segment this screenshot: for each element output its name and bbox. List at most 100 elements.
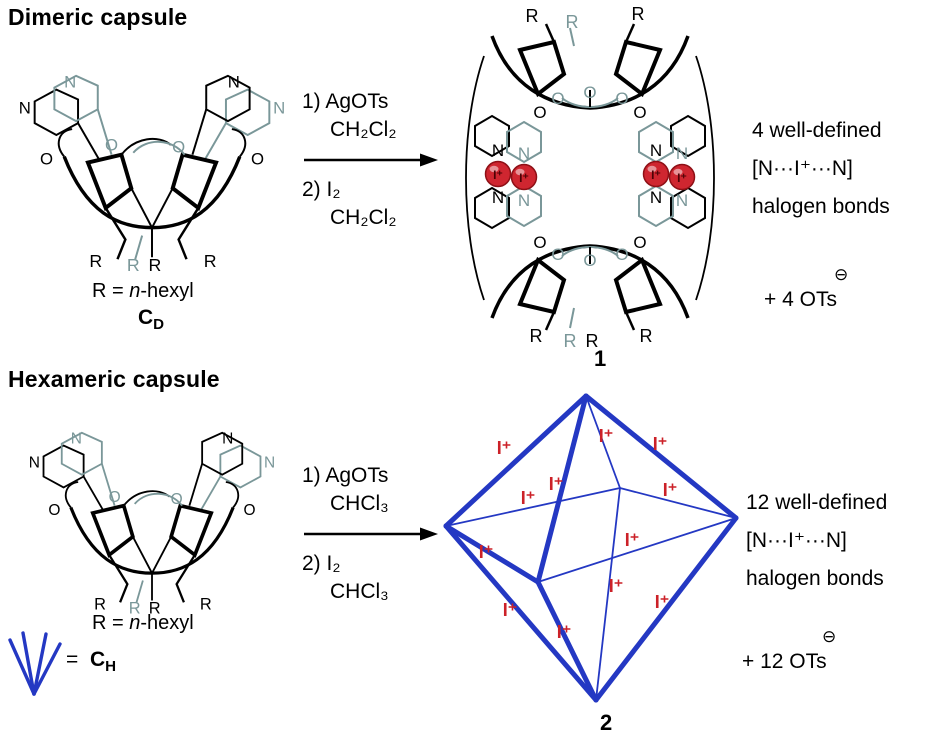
iodonium-label: I⁺	[519, 171, 529, 185]
iodonium-spheres: I⁺ I⁺ I⁺ I⁺	[484, 160, 696, 191]
condition-step1: 1) AgOTs	[302, 464, 389, 487]
r-group-label: R	[204, 251, 217, 271]
iodonium-label: I⁺	[549, 474, 564, 494]
o-atom-label: O	[533, 233, 546, 252]
cavitand-structure-ch: N N N N O O O O R R R R	[29, 431, 275, 616]
annotation-line: [N···I⁺···N]	[752, 157, 853, 180]
iodonium-label: I⁺	[479, 542, 494, 562]
r-group-label: R	[149, 599, 161, 616]
o-atom-label: O	[171, 491, 183, 508]
o-atom-label: O	[251, 150, 264, 169]
r-group-label: R	[89, 251, 102, 271]
cavitand-symbol-icon	[8, 631, 62, 696]
product-number-2: 2	[600, 710, 613, 735]
reaction-arrow	[304, 527, 438, 541]
annotation-line: 12 well-defined	[746, 491, 888, 514]
r-group-label: R	[530, 326, 543, 346]
resorcinarene-bowl	[64, 481, 240, 603]
cavitand-structure-cd: N N N N O O O O R R R R	[19, 73, 286, 274]
resorcinarene-bowl	[57, 128, 247, 260]
r-group-label: R	[200, 596, 212, 614]
iodonium-label: I⁺	[609, 576, 624, 596]
o-atom-label: O	[583, 83, 596, 102]
iodonium-label: I⁺	[521, 488, 536, 508]
r-def-prefix: R =	[92, 280, 130, 302]
n-atom-label: N	[676, 144, 688, 163]
o-atom-label: O	[633, 103, 646, 122]
o-atom-label: O	[551, 245, 564, 264]
counterion-text: + 4 OTs	[764, 288, 837, 311]
n-atom-label: N	[650, 141, 662, 160]
condition-solvent2: CH₂Cl₂	[330, 206, 397, 229]
o-atom-label: O	[244, 502, 256, 519]
hexameric-capsule-structure: I⁺ I⁺ I⁺ I⁺ I⁺ I⁺ I⁺ I⁺ I⁺ I⁺ I⁺ I⁺	[443, 393, 739, 703]
r-group-label: R	[564, 331, 577, 348]
annotation-line: halogen bonds	[746, 567, 884, 590]
conditions-hexameric: 1) AgOTs CHCl₃ 2) I₂ CHCl₃	[302, 462, 452, 606]
o-atom-label: O	[109, 489, 121, 506]
n-atom-label: N	[492, 141, 504, 160]
compound-sub: D	[153, 316, 165, 334]
annotation-line: 4 well-defined	[752, 119, 882, 142]
iodonium-label: I⁺	[599, 426, 614, 446]
iodonium-label: I⁺	[503, 600, 518, 620]
r-group-label: R	[526, 6, 539, 26]
n-atom-label: N	[518, 144, 530, 163]
capsule-cage-sides	[465, 55, 715, 301]
n-atom-label: N	[273, 98, 285, 117]
n-atom-label: N	[492, 188, 504, 207]
dimeric-capsule-structure: I⁺ I⁺ I⁺ I⁺ N N N N N N N N O O O O O O …	[465, 6, 715, 348]
section-heading-dimeric: Dimeric capsule	[8, 4, 188, 30]
condition-solvent2: CHCl₃	[330, 580, 389, 603]
iodonium-label: I⁺	[493, 168, 503, 182]
n-atom-label: N	[228, 73, 240, 92]
condition-step2: 2) I₂	[302, 552, 341, 575]
counterion-2: ⊖ + 12 OTs	[742, 627, 836, 674]
r-definition-hexameric: R = n-hexyl	[92, 612, 194, 635]
reaction-arrow	[304, 153, 438, 167]
condition-solvent1: CHCl₃	[330, 492, 389, 515]
pyridyl-arms-right	[188, 431, 262, 512]
r-group-label: R	[94, 596, 106, 614]
annotation-line: [N···I⁺···N]	[746, 529, 847, 552]
iodonium-label: I⁺	[651, 168, 661, 182]
compound-label-cd: CD	[138, 306, 164, 333]
counterion-text: + 12 OTs	[742, 650, 827, 673]
o-atom-label: O	[48, 502, 60, 519]
pyridyl-arms-left	[33, 74, 113, 162]
n-atom-label: N	[222, 431, 233, 448]
section-heading-hexameric: Hexameric capsule	[8, 366, 220, 392]
r-definition-dimeric: R = n-hexyl	[92, 280, 194, 303]
n-atom-label: N	[650, 188, 662, 207]
charge-symbol: ⊖	[834, 265, 849, 284]
equals-sign: =	[66, 648, 79, 671]
condition-step2: 2) I₂	[302, 178, 341, 201]
r-def-prefix: R =	[92, 612, 130, 634]
annotation-line: halogen bonds	[752, 195, 890, 218]
r-group-label: R	[149, 255, 162, 274]
iodonium-label: I⁺	[557, 622, 572, 642]
octahedron-front-edges	[443, 393, 739, 703]
o-atom-label: O	[615, 245, 628, 264]
o-atom-label: O	[615, 89, 628, 108]
product-number-1: 1	[594, 346, 607, 371]
charge-symbol: ⊖	[822, 627, 837, 646]
o-atom-label: O	[40, 150, 53, 169]
n-atom-label: N	[29, 454, 40, 471]
pyridyl-arms-right	[191, 74, 271, 162]
conditions-dimeric: 1) AgOTs CH₂Cl₂ 2) I₂ CH₂Cl₂	[302, 88, 452, 232]
compound-main: C	[138, 306, 154, 329]
iodonium-label: I⁺	[625, 530, 640, 550]
annotation-dimeric: 4 well-defined [N···I⁺···N] halogen bond…	[752, 112, 890, 226]
o-atom-label: O	[105, 136, 118, 155]
capsule-top-half	[490, 23, 690, 110]
iodonium-label: I⁺	[653, 434, 668, 454]
o-atom-label: O	[633, 233, 646, 252]
octahedron-edges	[443, 393, 739, 703]
o-atom-label: O	[533, 103, 546, 122]
n-atom-label: N	[19, 98, 31, 117]
r-group-label: R	[640, 326, 653, 346]
pyridyl-arms-left	[42, 431, 116, 512]
counterion-1: ⊖ + 4 OTs	[764, 265, 848, 312]
r-group-label: R	[632, 6, 645, 24]
